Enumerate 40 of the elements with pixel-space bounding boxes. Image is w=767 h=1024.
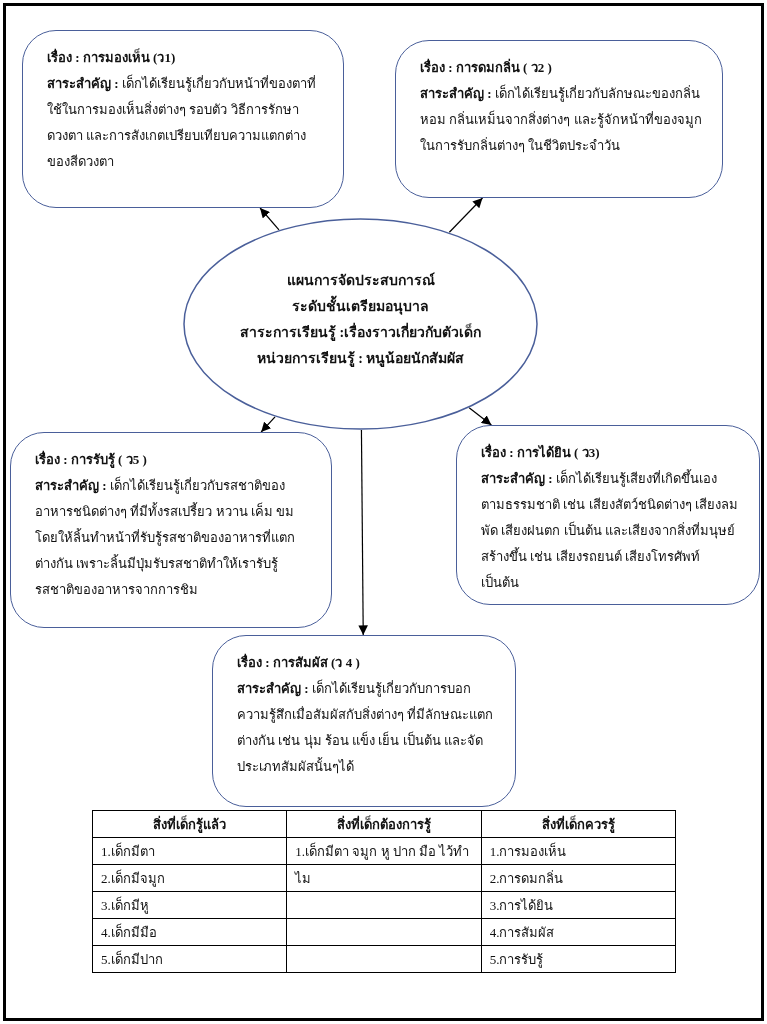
table-entry: ไม [286,864,482,892]
topic-heading: เรื่อง : การรับรู้ ( ว5 ) [35,449,148,470]
title-text: แผนการจัดประสบการณ์ [286,271,435,290]
table-entry: 1.เด็กมีตา [92,837,287,865]
title-text: สาระการเรียนรู้ :เรื่องราวเกี่ยวกับตัวเด็ก [239,320,482,346]
key-concept-text: สาระสำคัญ : เด็กได้เรียนรู้เกี่ยวกับหน้าที่ของตาที่ใช้ในการมองเห็นสิ่งต่างๆ รอบตัว วิธีการรักษาดวงตา และการสังเกตเปรียบเทียบความแตกต่างของสีดวงตา [47,73,317,171]
topic-heading: เรื่อง : การได้ยิน ( ว3) [481,442,601,462]
table-entry: 3.เด็กมีหู [92,891,287,919]
table-entry: 1.เด็กมีตา จมูก หู ปาก มือ ไว้ทำ [286,837,482,865]
table-entry: 1.การมองเห็น [481,837,676,865]
table-entry: 3.การได้ยิน [481,891,676,919]
topic-card [395,40,723,198]
topic-card [10,432,332,628]
topic-card [212,635,516,807]
key-concept-text: สาระสำคัญ : เด็กได้เรียนรู้เกี่ยวกับรสชาติของอาหารชนิดต่างๆ ที่มีทั้งรสเปรี้ยว หวาน เค็ม ขม โดยให้ลิ้นทำหน้าที่รับรู้รสชาติของอาหารที่แตกต่างกัน เพราะลิ้นมีปุ่มรับรสชาติทำให้เรารับรู้รสชาติของอาหารจากการชิม [35,475,296,599]
arrow [448,197,484,233]
column-header: สิ่งที่เด็กรู้แล้ว [92,810,287,838]
topic-card [456,425,760,605]
arrow [260,416,276,433]
arrow [468,407,492,426]
table-entry: 4.เด็กมีมือ [92,918,287,946]
column-header: สิ่งที่เด็กควรรู้ [481,810,676,838]
key-concept-text: สาระสำคัญ : เด็กได้เรียนรู้เสียงที่เกิดขึ้นเองตามธรรมชาติ เช่น เสียงสัตว์ชนิดต่างๆ เสียงลมพัด เสียงฝนตก เป็นต้น และเสียงจากสิ่งที่มนุษย์สร้างขึ้น เช่น เสียงรถยนต์ เสียงโทรศัพท์ เป็นต้น [481,468,739,592]
key-concept-text: สาระสำคัญ : เด็กได้เรียนรู้เกี่ยวกับการบอกความรู้สึกเมื่อสัมผัสกับสิ่งต่างๆ ที่มีลักษณะแตกต่างกัน เช่น นุ่ม ร้อน แข็ง เย็น เป็นต้น และจัดประเภทสัมผัสนั้นๆได้ [237,678,495,776]
title-text: หน่วยการเรียนรู้ : หนูน้อยนักสัมผัส [256,350,465,369]
title-text: ระดับชั้นเตรียมอนุบาล [292,294,429,320]
table-entry: 2.การดมกลิ่น [481,864,676,892]
key-concept-text: สาระสำคัญ : เด็กได้เรียนรู้เกี่ยวกับลักษณะของกลิ่นหอม กลิ่นเหม็นจากสิ่งต่างๆ และรู้จักหน้าที่ของจมูกในการรับกลิ่นต่างๆ ในชีวิตประจำวัน [420,83,702,155]
table-entry: 5.การรับรู้ [481,945,676,973]
topic-heading: เรื่อง : การสัมผัส (ว 4 ) [237,652,361,672]
center-ellipse [183,218,538,430]
table-entry: 4.การสัมผัส [481,918,676,946]
table-entry: 5.เด็กมีปาก [92,945,287,973]
arrow [259,207,280,231]
topic-card [22,30,344,208]
topic-heading: เรื่อง : การดมกลิ่น ( ว2 ) [420,57,553,77]
column-header: สิ่งที่เด็กต้องการรู้ [286,810,482,838]
arrow [358,429,368,636]
topic-heading: เรื่อง : การมองเห็น (ว1) [47,47,177,67]
table-entry: 2.เด็กมีจมูก [92,864,287,892]
